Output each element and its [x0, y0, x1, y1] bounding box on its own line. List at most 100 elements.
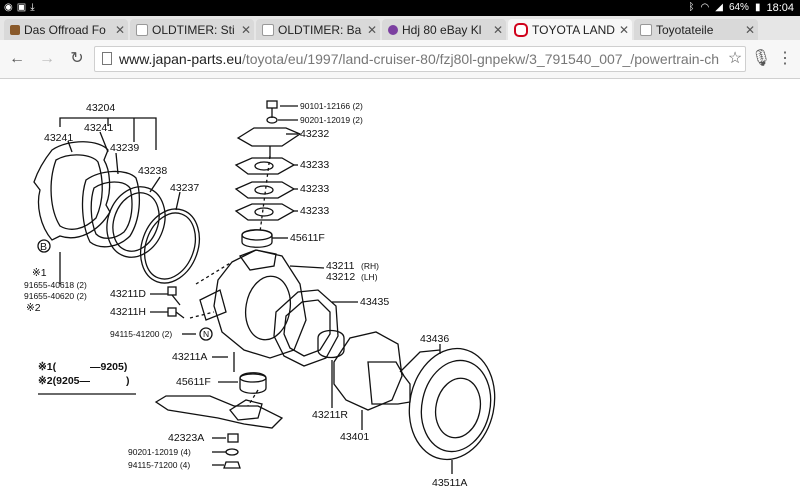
part-43241-outer: [33, 141, 111, 241]
tab-title: TOYOTA LAND: [532, 22, 615, 37]
part-43241-inner: [50, 154, 103, 230]
label-43238: 43238: [138, 165, 167, 177]
label-43211a: 43211A: [172, 351, 207, 363]
tab-favicon-icon: [262, 23, 274, 36]
part-43238: [106, 186, 166, 258]
tab-strip: Das Offroad Fo ✕ OLDTIMER: Sti ✕ OLDTIME…: [0, 16, 800, 40]
label-43435: 43435: [360, 296, 389, 308]
leader-43211: [289, 265, 325, 269]
leader-43238: [149, 176, 161, 193]
leader-43241a: [67, 140, 73, 153]
label-45611f-top: 45611F: [290, 232, 325, 244]
legend-star2-close: ): [126, 375, 130, 387]
label-n: N: [203, 329, 209, 339]
label-43204: 43204: [86, 102, 115, 114]
tab-title: OLDTIMER: Ba: [278, 22, 362, 37]
leader-43237: [175, 191, 181, 211]
part-43233-a: [234, 157, 296, 175]
label-43212-lh: (LH): [361, 272, 378, 282]
tab-5-active[interactable]: TOYOTA LAND ✕: [508, 19, 632, 40]
part-45611f-top-face: [241, 229, 273, 241]
label-43211d: 43211D: [110, 288, 146, 300]
tab-4[interactable]: Hdj 80 eBay Kl ✕: [382, 19, 506, 40]
label-43241-b: 43241: [84, 122, 113, 134]
download-notification-icon: ⤓: [30, 2, 35, 13]
tab-6[interactable]: Toyotateile ✕: [634, 19, 758, 40]
part-43211-bore: [244, 275, 292, 341]
close-tab-icon[interactable]: ✕: [492, 22, 504, 37]
close-tab-icon[interactable]: ✕: [618, 22, 630, 37]
part-43233-a-hole: [254, 161, 274, 171]
part-43435: [273, 289, 339, 367]
b-marker-circle: [37, 239, 51, 253]
legend-star2: ※2(9205—: [38, 375, 90, 387]
part-45611f-bottom: [239, 372, 267, 394]
reload-icon[interactable]: ↻: [70, 50, 84, 67]
part-43233-c-hole: [254, 207, 274, 217]
part-45611f-bottom-face: [239, 373, 267, 383]
part-43211-arm: [199, 289, 227, 321]
parts-diagram: 43204 43241 43241 43239 43238 43237 B ※1…: [24, 100, 496, 489]
label-94115-71200: 94115-71200 (4): [128, 460, 190, 470]
label-43241-a: 43241: [44, 132, 73, 144]
image-notification-icon: ▣: [16, 2, 27, 13]
label-91655-40618: 91655-40618 (2): [24, 280, 87, 290]
label-43212: 43212: [326, 271, 355, 283]
label-star2: ※2: [26, 302, 41, 314]
address-bar[interactable]: www.japan-parts.eu/toyota/eu/1997/land-c…: [94, 46, 746, 72]
n-marker-circle: [199, 327, 213, 341]
tab-favicon-icon: [136, 23, 148, 36]
close-tab-icon[interactable]: ✕: [366, 22, 378, 37]
tab-favicon-icon: [640, 23, 652, 36]
back-arrow-icon[interactable]: ←: [9, 50, 25, 67]
tab-3[interactable]: OLDTIMER: Ba ✕: [256, 19, 380, 40]
label-43239: 43239: [110, 142, 139, 154]
part-43211h-bolt: [167, 307, 177, 317]
part-90101-head: [266, 100, 278, 109]
label-90201-12019-b: 90201-12019 (4): [128, 447, 191, 457]
label-43233-b: 43233: [300, 183, 329, 195]
label-90201-12019-a: 90201-12019 (2): [300, 115, 363, 125]
part-90201b-washer: [225, 448, 239, 456]
legend-star1-range: —9205): [90, 361, 127, 373]
part-43233-c: [234, 203, 296, 221]
part-43232: [236, 127, 302, 147]
part-43436-hub-inner: [420, 359, 492, 453]
tab-title: Hdj 80 eBay Kl: [402, 22, 482, 37]
clock: 18:04: [766, 2, 794, 14]
part-43237-inner: [143, 212, 197, 280]
part-43436-hub: [408, 347, 496, 461]
part-43401-flange: [333, 331, 403, 411]
label-43401: 43401: [340, 431, 369, 443]
label-43233-a: 43233: [300, 159, 329, 171]
close-tab-icon[interactable]: ✕: [744, 22, 756, 37]
label-43211r: 43211R: [312, 409, 348, 421]
tab-2[interactable]: OLDTIMER: Sti ✕: [130, 19, 254, 40]
label-b: B: [40, 241, 47, 253]
bookmark-star-icon[interactable]: ☆: [727, 50, 743, 67]
legend-star1: ※1(: [38, 361, 57, 373]
part-43237: [140, 208, 200, 284]
label-90101-12166: 90101-12166 (2): [300, 101, 363, 111]
leader-43241b: [99, 131, 109, 153]
tab-title: Toyotateile: [656, 22, 714, 37]
label-91655-40620: 91655-40620 (2): [24, 291, 87, 301]
tab-title: OLDTIMER: Sti: [152, 22, 235, 37]
label-43211: 43211: [326, 260, 355, 272]
dashed-line-a: [195, 261, 233, 285]
part-43233-b: [234, 181, 296, 199]
leader-43239: [115, 152, 119, 175]
part-43211d-shank: [171, 294, 181, 306]
url-text[interactable]: www.japan-parts.eu/toyota/eu/1997/land-c…: [119, 51, 719, 67]
forward-arrow-icon[interactable]: →: [39, 50, 55, 67]
status-bar: ◉ ▣ ⤓ ᛒ ◠ ◢ 64% ▮ 18:04: [0, 0, 800, 16]
tab-favicon-icon: [10, 24, 20, 35]
menu-icon[interactable]: ⋮: [777, 50, 793, 67]
label-42323a: 42323A: [168, 432, 204, 444]
close-tab-icon[interactable]: ✕: [240, 22, 252, 37]
tab-1[interactable]: Das Offroad Fo ✕: [4, 19, 128, 40]
microphone-icon[interactable]: 🎙︎: [750, 50, 772, 67]
label-43436: 43436: [420, 333, 449, 345]
label-star1: ※1: [32, 267, 47, 279]
close-tab-icon[interactable]: ✕: [114, 22, 126, 37]
